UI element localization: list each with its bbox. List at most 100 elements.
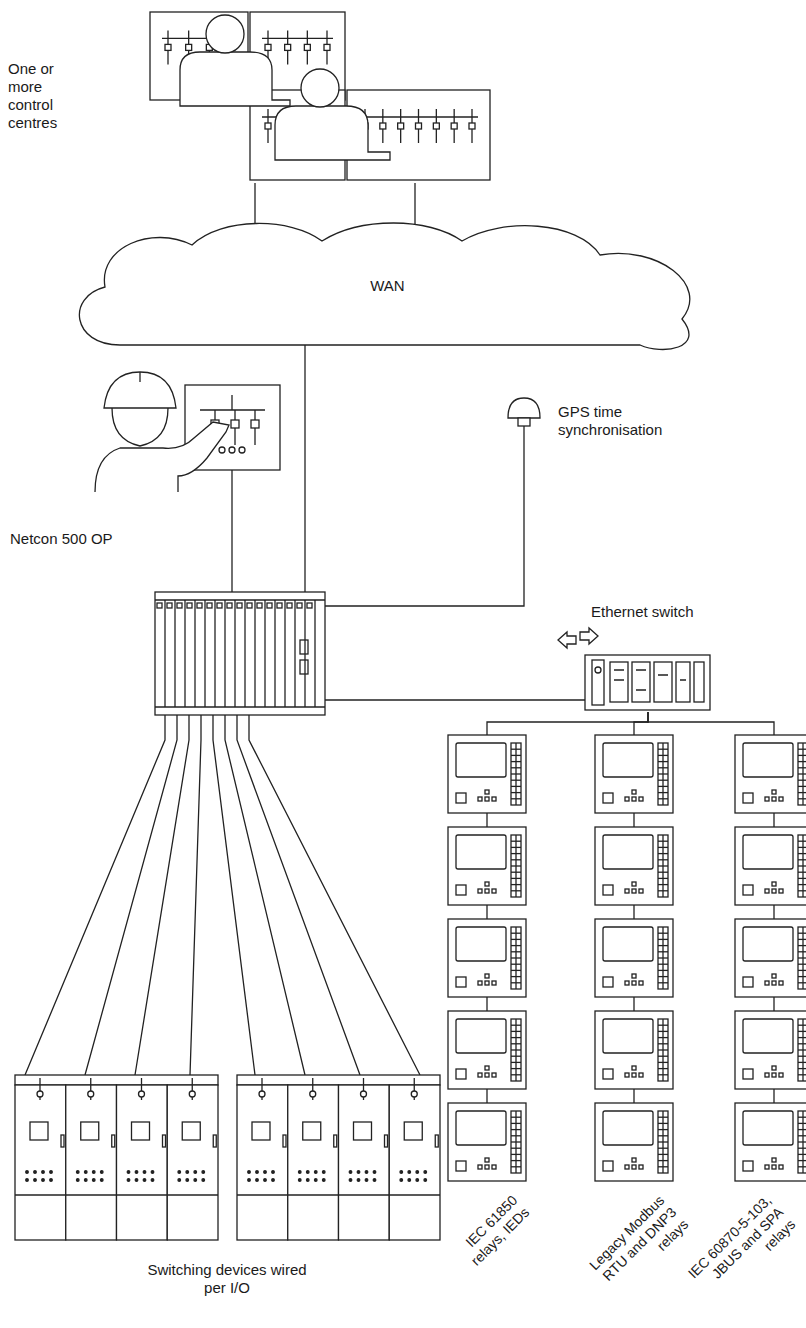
drawing-stroke [735,919,806,997]
drawing-stroke [272,1179,275,1182]
drawing-stroke [244,600,245,707]
drawing-stroke [735,827,806,905]
drawing-stroke [798,792,806,793]
drawing-stroke [76,1171,79,1174]
drawing-stroke [310,1091,316,1097]
drawing-stroke [272,1171,275,1174]
drawing-stroke [632,882,636,886]
drawing-stroke [167,603,172,608]
drawing-stroke [639,797,643,801]
drawing-stroke [204,600,205,707]
drawing-stroke [34,1179,37,1182]
gps-antenna [508,398,540,432]
drawing-stroke [354,1122,372,1140]
node-label: WAN [60,277,715,295]
drawing-stroke [66,1085,117,1240]
drawing-stroke [735,1011,806,1089]
drawing-stroke [798,884,806,885]
drawing-stroke [485,974,489,978]
drawing-stroke [416,1171,419,1174]
drawing-stroke [127,1171,130,1174]
drawing-stroke [42,1179,45,1182]
rtu-rack [155,592,325,715]
drawing-stroke [167,1085,218,1240]
drawing-stroke [224,600,225,707]
drawing-stroke [798,1111,806,1173]
drawing-stroke [314,600,315,707]
drawing-stroke [237,603,242,608]
drawing-stroke [190,715,201,1075]
drawing-stroke [237,1194,288,1195]
drawing-stroke [662,1019,663,1081]
drawing-stroke [349,1179,352,1182]
drawing-stroke [456,743,506,777]
drawing-stroke [262,38,333,39]
drawing-stroke [485,1165,489,1169]
drawing-stroke [798,976,806,977]
drawing-stroke [184,600,185,707]
drawing-stroke [15,1075,218,1085]
drawing-stroke [595,827,673,905]
drawing-stroke [523,426,524,432]
drawing-stroke [303,1122,321,1140]
drawing-stroke [478,797,482,801]
drawing-stroke [798,853,806,854]
drawing-stroke [112,1135,115,1147]
drawing-stroke [404,1122,422,1140]
drawing-stroke [632,662,650,702]
drawing-stroke [322,1179,325,1182]
drawing-stroke [625,981,629,985]
drawing-stroke [485,1158,489,1162]
drawing-stroke [610,662,628,702]
drawing-stroke [264,600,265,707]
node-label: Switching devices wired per I/O [142,1261,312,1297]
drawing-stroke [298,1179,301,1182]
drawing-stroke [511,1111,521,1173]
drawing-stroke [389,1085,440,1240]
drawing-stroke [492,1073,496,1077]
drawing-stroke [486,813,487,827]
drawing-stroke [798,872,806,873]
drawing-stroke [632,889,636,893]
drawing-stroke [798,939,806,940]
drawing-stroke [798,761,806,762]
drawing-stroke [357,1171,360,1174]
drawing-stroke [349,1171,352,1174]
drawing-stroke [625,1165,629,1169]
drawing-stroke [456,1161,466,1171]
drawing-stroke [798,847,806,848]
drawing-stroke [798,755,806,756]
drawing-stroke [207,603,212,608]
drawing-stroke [456,793,466,803]
drawing-stroke [478,889,482,893]
drawing-stroke [798,878,806,879]
drawing-stroke [772,1165,776,1169]
drawing-stroke [486,1089,487,1103]
drawing-stroke [802,927,803,989]
drawing-stroke [100,1171,103,1174]
drawing-stroke [251,420,259,428]
drawing-stroke [85,715,177,1075]
drawing-stroke [213,1135,216,1147]
drawing-stroke [411,1091,417,1097]
drawing-stroke [485,1066,489,1070]
drawing-stroke [217,603,222,608]
drawing-stroke [632,1073,636,1077]
drawing-stroke [658,743,668,805]
drawing-stroke [633,905,634,919]
drawing-stroke [772,1158,776,1162]
drawing-stroke [798,859,806,860]
drawing-stroke [42,1171,45,1174]
gps-node: GPS time synchronisation [500,395,662,445]
drawing-stroke [214,600,215,707]
drawing-stroke [662,743,663,805]
drawing-stroke [456,927,506,961]
drawing-stroke [603,1019,653,1053]
drawing-stroke [284,600,285,707]
drawing-stroke [373,1171,376,1174]
drawing-stroke [658,1111,668,1173]
drawing-stroke [798,951,806,952]
drawing-stroke [798,1148,806,1149]
drawing-stroke [802,1019,803,1081]
